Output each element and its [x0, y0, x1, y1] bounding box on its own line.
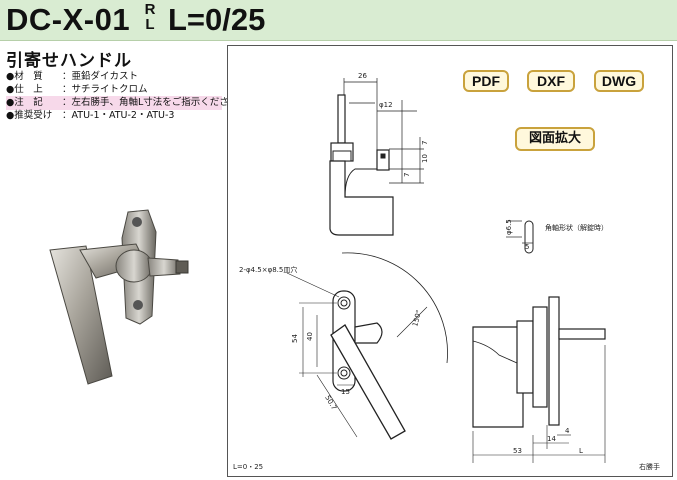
dim-7a: 7	[421, 141, 429, 145]
dim-54: 54	[291, 334, 299, 343]
pdf-download-button[interactable]: PDF	[463, 70, 509, 92]
spec-label: ●注 記	[6, 97, 43, 108]
dim-50-7: 50.7	[323, 394, 338, 412]
l-value-note: L=0・25	[233, 463, 263, 471]
hand-left-label: L	[145, 16, 155, 33]
title-bar: DC-X-01 R L L=0/25	[0, 0, 677, 41]
dim-10: 10	[421, 154, 429, 163]
length-range: L=0/25	[168, 2, 266, 37]
dim-40: 40	[306, 332, 314, 341]
hole-note: 2-φ4.5×φ8.5皿穴	[239, 265, 297, 274]
model-number: DC-X-01	[6, 2, 131, 37]
spec-value: ：サチライトクロム	[62, 84, 148, 95]
spec-receiver: ●推奨受け ：ATU-1・ATU-2・ATU-3	[6, 109, 222, 123]
dim-26: 26	[358, 72, 367, 80]
drawing-text: 26 φ12 10 7 7 φ6.5 5 角軸形状（解錠時） 2-φ4.5×φ8…	[233, 72, 660, 471]
dim-7b: 7	[403, 173, 411, 177]
drawing-lines	[286, 78, 606, 463]
hand-note: 右勝手	[639, 462, 660, 471]
spec-label: ●仕 上	[6, 84, 43, 95]
product-photo	[49, 209, 189, 385]
spec-finish: ●仕 上 ：サチライトクロム	[6, 83, 222, 97]
dxf-download-button[interactable]: DXF	[527, 70, 575, 92]
dim-phi65: φ6.5	[505, 219, 513, 235]
dim-53: 53	[513, 447, 522, 455]
technical-drawing	[227, 45, 673, 477]
dim-L: L	[579, 447, 583, 455]
dim-14: 14	[547, 435, 556, 443]
dim-15: 15	[341, 388, 350, 396]
spec-value: ：左右勝手、角軸L寸法をご指示ください	[62, 97, 239, 108]
dim-5: 5	[525, 243, 529, 251]
dwg-download-button[interactable]: DWG	[594, 70, 644, 92]
product-name: 引寄せハンドル	[6, 51, 132, 71]
spec-value: ：亜鉛ダイカスト	[62, 71, 139, 82]
shaft-shape-note: 角軸形状（解錠時）	[545, 223, 608, 232]
hand-right-label: R	[144, 1, 156, 18]
dim-phi12: φ12	[379, 101, 393, 109]
spec-label: ●推奨受け	[6, 110, 53, 121]
spec-material: ●材 質 ：亜鉛ダイカスト	[6, 70, 222, 84]
dim-4: 4	[565, 427, 570, 435]
spec-label: ●材 質	[6, 71, 43, 82]
spec-value: ：ATU-1・ATU-2・ATU-3	[62, 110, 175, 121]
spec-note: ●注 記 ：左右勝手、角軸L寸法をご指示ください	[6, 96, 238, 110]
hand-indicator: R L	[141, 2, 159, 32]
enlarge-drawing-button[interactable]: 図面拡大	[515, 127, 595, 151]
angle-150: 150°	[411, 309, 423, 327]
